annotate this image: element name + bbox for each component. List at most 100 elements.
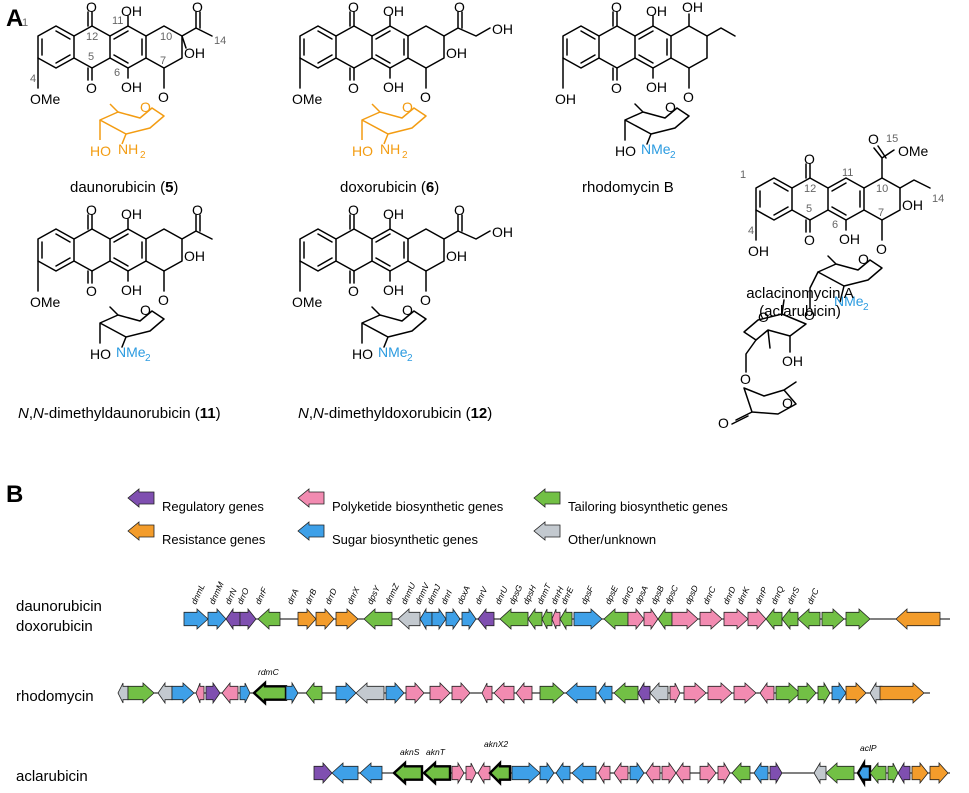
daunorubicin-structure: O O OH OH O OH OMe O 1 4 5 6 7 10 11 12 … [22,0,226,161]
sugar-nme2-sub: 2 [670,150,676,161]
doxorubicin-caption: doxorubicin (6) [340,179,439,196]
gene-label-dnrP: dnrP [753,585,770,606]
num-6: 6 [114,67,120,79]
atom-o: O [348,80,359,96]
atom-oh: OH [383,282,404,298]
sugar-ho: HO [615,143,636,159]
gene-label-doxA: doxA [455,584,472,606]
gene-arrow [753,761,769,785]
gene-arrow [533,521,561,541]
gene-arrow [603,608,629,630]
gene-label-aknS: aknS [400,747,420,757]
gene-arrow [821,608,845,630]
cluster-label-daunorubicin: daunorubicin [16,598,102,615]
sugar-o: O [782,395,793,411]
atom-o: O [158,292,169,308]
gene-arrow [207,607,227,631]
gene-arrow [683,682,707,704]
sugar-nh2: NH [380,141,400,157]
gene-label-dnrF: dnrF [253,585,270,606]
gene-arrow [597,761,611,785]
atom-oh: OH [646,79,667,95]
gene-arrow [645,761,661,785]
panel-b-label: B [6,481,23,508]
num-4: 4 [748,225,754,237]
gene-arrow [699,761,717,785]
sugar-nme2: NMe [116,344,146,360]
gene-arrow [775,682,801,704]
gene-label-dpsE: dpsE [603,584,620,606]
nn-dimethyldoxorubicin-structure: O O OH OH O OH OH OMe O O HO NMe 2 [292,202,513,364]
sugar-nme2-sub: 2 [145,353,151,364]
num-5: 5 [806,203,812,215]
legend-label-regulatory: Regulatory genes [162,499,264,514]
gene-arrow [257,608,281,630]
gene-arrow [422,760,452,786]
aclacinomycin-structure: O O O OMe OH OH OH O 1 4 5 6 7 10 11 12 … [718,131,944,431]
gene-label-dnmL: dnmL [189,582,207,606]
cluster-label-rhodomycin: rhodomycin [16,688,94,705]
gene-arrow [183,608,209,630]
nn-dimethyldoxorubicin-caption: N,N-dimethyldoxorubicin (12) [298,405,492,422]
atom-o: O [868,131,879,147]
gene-arrow [313,761,333,785]
gene-arrow [797,608,821,630]
gene-arrow [559,607,573,631]
atom-o: O [348,283,359,299]
gene-arrow [239,607,257,631]
num-4: 4 [30,73,36,85]
gene-arrow [657,607,673,631]
gene-arrow [225,607,241,631]
gene-arrow [573,608,603,630]
gene-arrow [445,607,461,631]
gene-arrow [627,607,645,631]
gene-arrow [477,761,491,785]
gene-arrow [297,521,325,541]
atom-o: O [420,292,431,308]
gene-arrow [465,762,477,784]
legend-label-tailoring: Tailoring biosynthetic genes [568,499,728,514]
gene-arrow [297,488,325,508]
sugar-ho: HO [352,346,373,362]
sugar-nme2: NMe [378,344,408,360]
atom-oh: OH [902,197,923,213]
gene-arrow [355,682,385,704]
gene-arrow [419,607,433,631]
atom-oh: OH [184,248,205,264]
sugar-nme2: NMe [641,141,671,157]
sugar-ho: HO [352,143,373,159]
nn-dimethyldaunorubicin-caption: N,N-dimethyldaunorubicin (11) [18,405,221,422]
num-14: 14 [214,35,226,47]
atom-oh: OH [383,3,404,19]
gene-arrow [765,607,783,631]
aclacinomycin-caption-1: aclacinomycin A [746,285,854,302]
gene-label-dnrX: dnrX [345,585,362,606]
atom-o: O [86,0,97,15]
gene-arrow [707,682,733,704]
gene-label-dpsA: dpsA [633,584,650,606]
gene-arrow [781,607,799,631]
gene-label-dpsC: dpsC [663,583,681,606]
gene-arrow [305,681,323,705]
num-14: 14 [932,193,944,205]
gene-arrow [699,608,723,630]
gene-arrow [731,761,751,785]
gene-arrow [897,761,911,785]
atom-o: O [718,415,729,431]
gene-arrow [643,607,659,631]
atom-o: O [86,283,97,299]
num-11: 11 [842,167,853,179]
atom-oh: OH [492,224,513,240]
gene-arrow [221,681,239,705]
atom-oh: OH [121,282,142,298]
atom-o: O [420,89,431,105]
gene-arrow [797,681,817,705]
gene-arrow [717,761,731,785]
nn-dimethyldaunorubicin-structure: O O OH OH O OH OMe O O HO NMe 2 [30,202,213,364]
gene-arrow [551,608,561,630]
sugar-o: O [402,302,413,318]
num-7: 7 [160,55,166,67]
atom-oh: OH [748,243,769,259]
gene-label-drrD: drrD [323,587,339,606]
